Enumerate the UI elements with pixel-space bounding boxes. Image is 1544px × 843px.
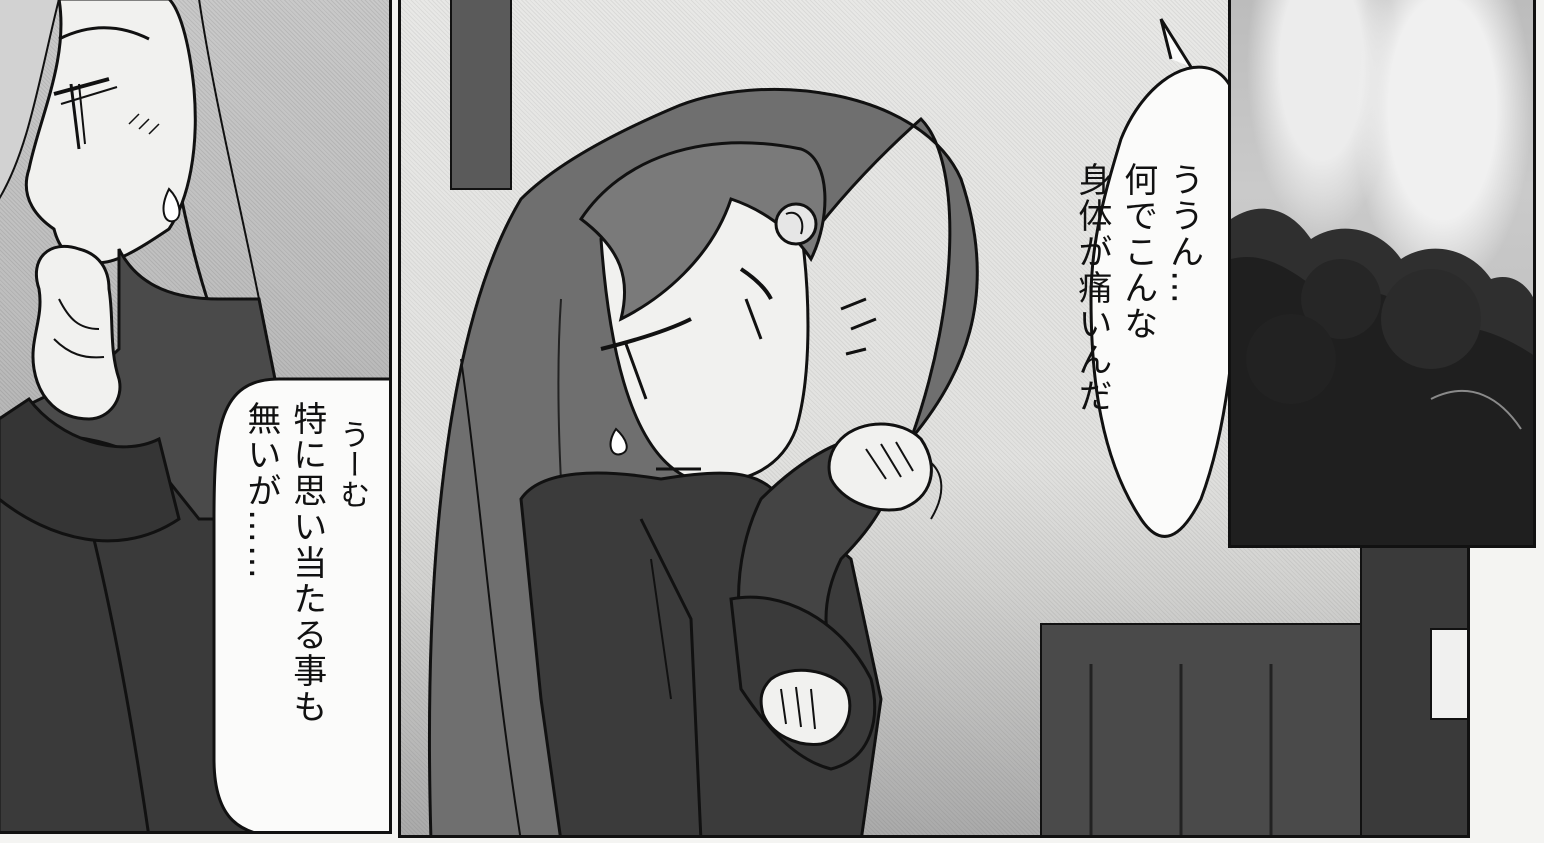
sfx-umu: うーむ (334, 419, 369, 509)
left-panel-art (0, 0, 389, 831)
left-panel: うーむ 特に思い当たる事も 無いが…… (0, 0, 392, 834)
speech-left-line-2: 無いが…… (240, 401, 281, 581)
speech-bubble-left-text: 特に思い当たる事も 無いが…… (237, 401, 329, 725)
speech-right-line-1: ううん… (1163, 162, 1204, 306)
sky-tree-inset-panel (1228, 0, 1536, 548)
speech-right-line-3: 身体が痛いんだ (1071, 162, 1112, 414)
speech-bubble-right-text: ううん… 何でこんな 身体が痛いんだ (1068, 162, 1206, 414)
speech-right-line-2: 何でこんな (1117, 162, 1158, 342)
tree-silhouette (1231, 208, 1533, 545)
speech-left-line-1: 特に思い当たる事も (286, 401, 327, 725)
right-panel-art (427, 0, 1467, 835)
